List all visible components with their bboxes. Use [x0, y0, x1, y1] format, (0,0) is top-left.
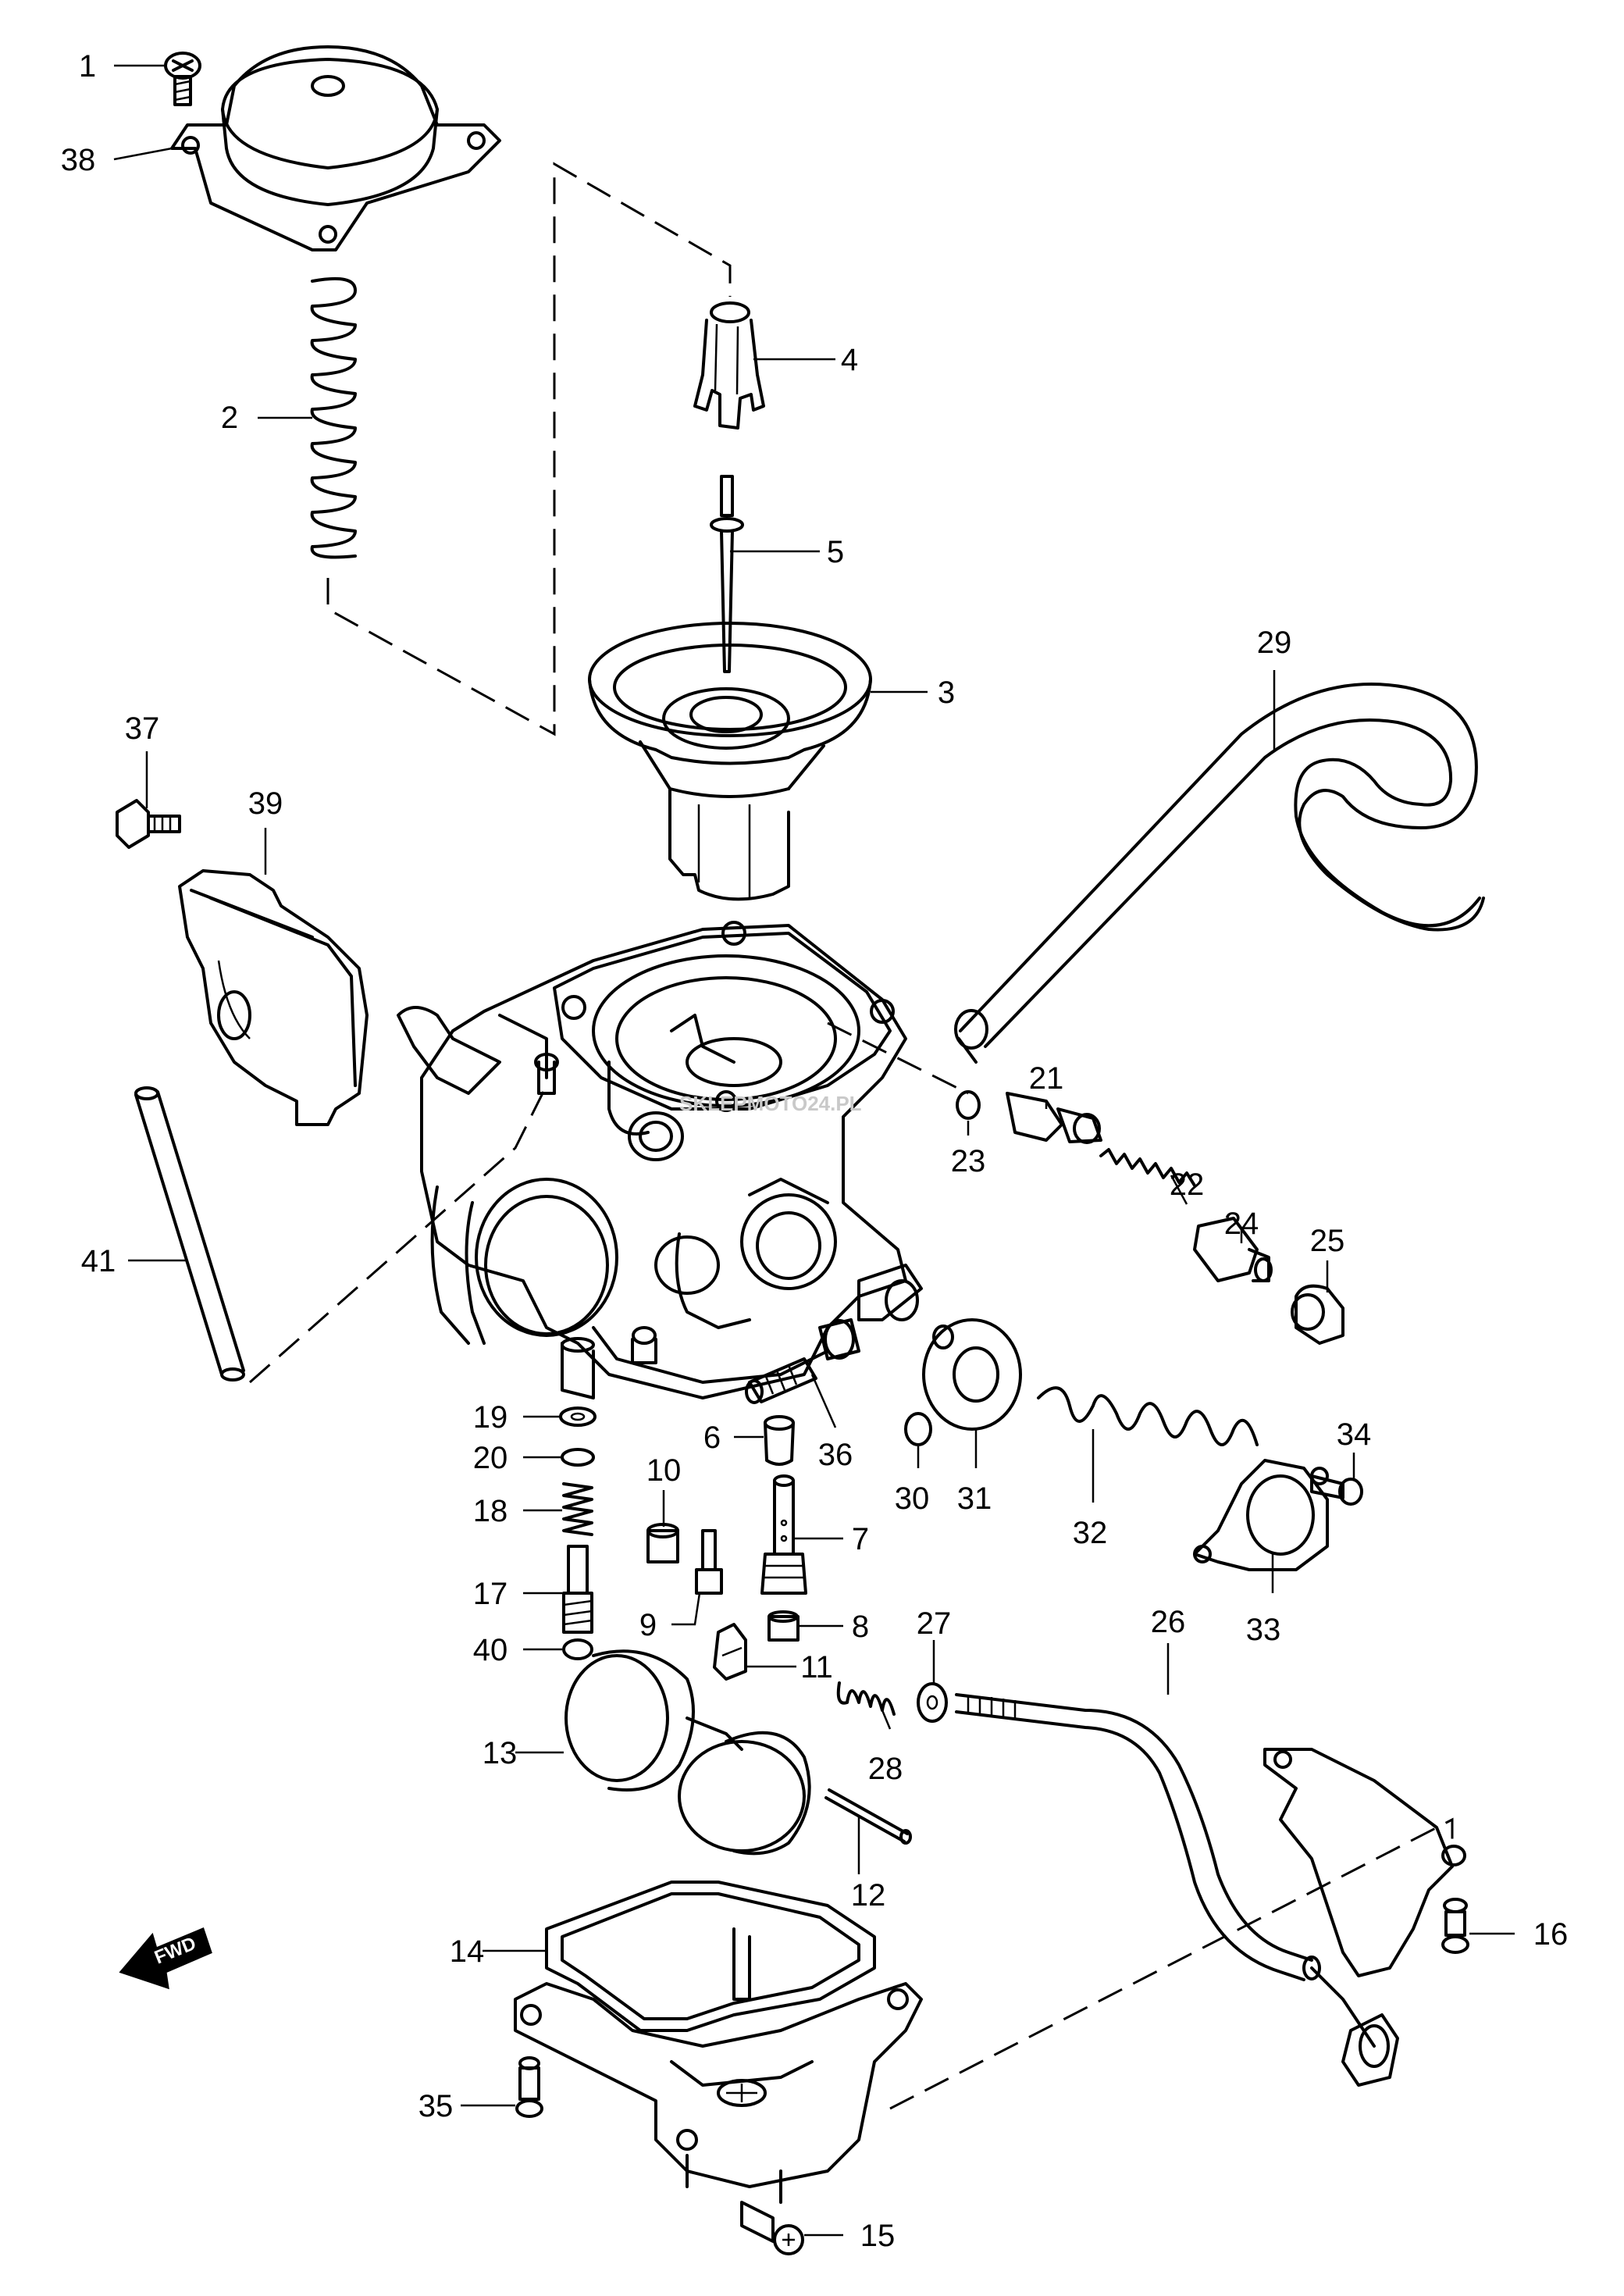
callout-4: 4 — [841, 343, 858, 377]
callout-1: 1 — [79, 49, 96, 84]
part-4-needle-holder — [693, 301, 765, 430]
callout-19: 19 — [473, 1400, 508, 1435]
callout-11: 11 — [800, 1650, 833, 1685]
part-17-screw — [562, 1545, 593, 1634]
part-32-spring — [1037, 1386, 1259, 1446]
callout-10: 10 — [646, 1453, 682, 1488]
part-15-screw — [740, 2201, 804, 2255]
callout-24: 24 — [1224, 1207, 1259, 1241]
part-39-cover — [178, 869, 369, 1126]
part-23-o-ring — [956, 1090, 981, 1120]
callout-34: 34 — [1337, 1417, 1372, 1452]
callout-3: 3 — [938, 676, 955, 710]
callout-30: 30 — [895, 1481, 930, 1516]
assembly-dash-line-bottom — [889, 1817, 1454, 2110]
callout-13: 13 — [483, 1736, 518, 1770]
callout-21: 21 — [1029, 1061, 1064, 1096]
callout-22: 22 — [1170, 1168, 1205, 1202]
part-30-washer — [904, 1412, 932, 1446]
part-1-screw — [164, 52, 201, 106]
part-27-washer — [917, 1682, 948, 1723]
part-29-vent-hose — [954, 683, 1485, 1064]
part-31-diaphragm — [922, 1318, 1022, 1431]
callout-17: 17 — [473, 1577, 508, 1611]
callout-27: 27 — [917, 1606, 952, 1641]
part-7-jet — [760, 1474, 807, 1595]
part-9-pilot-jet — [695, 1529, 723, 1595]
callout-15: 15 — [860, 2219, 896, 2253]
callout-29: 29 — [1257, 626, 1292, 660]
callout-38: 38 — [61, 143, 96, 177]
callout-31: 31 — [957, 1481, 992, 1516]
part-8-main-jet — [767, 1610, 800, 1642]
callout-8: 8 — [852, 1610, 869, 1644]
callout-39: 39 — [248, 786, 283, 821]
part-13-float — [564, 1649, 811, 1856]
part-36-filter — [745, 1357, 817, 1404]
callout-9: 9 — [639, 1608, 657, 1642]
callout-18: 18 — [473, 1494, 508, 1528]
callout-25: 25 — [1310, 1224, 1345, 1258]
part-10-plug — [646, 1523, 679, 1563]
part-26-throttle-cable — [955, 1693, 1399, 2087]
callout-2: 2 — [221, 401, 238, 435]
part-18-spring — [562, 1482, 593, 1536]
part-14-gasket-float-bowl — [514, 1881, 923, 2204]
callout-5: 5 — [827, 535, 844, 569]
callout-35: 35 — [418, 2089, 454, 2123]
callout-23: 23 — [951, 1144, 986, 1178]
callout-numbers: 1 38 2 4 5 3 29 37 39 41 21 22 24 25 23 … — [61, 49, 1569, 2253]
callout-16: 16 — [1533, 1917, 1569, 1952]
part-2-spring — [310, 276, 357, 559]
part-37-bolt — [116, 799, 181, 849]
part-38-top-cover — [170, 45, 501, 251]
part-6-needle-jet — [764, 1415, 795, 1466]
callout-33: 33 — [1246, 1613, 1281, 1647]
callout-37: 37 — [125, 711, 160, 746]
carburetor-body — [397, 921, 923, 1399]
part-3-diaphragm-piston — [588, 622, 872, 901]
callout-20: 20 — [473, 1441, 508, 1475]
part-20-o-ring — [561, 1448, 595, 1467]
part-22-spring — [1099, 1148, 1196, 1187]
part-41-tube — [134, 1086, 245, 1382]
callout-40: 40 — [473, 1633, 508, 1667]
part-28-spring — [836, 1681, 896, 1716]
callout-7: 7 — [852, 1522, 869, 1556]
part-34-screw — [1310, 1474, 1363, 1506]
part-11-float-valve — [713, 1623, 747, 1681]
cable-bracket — [1263, 1748, 1466, 1977]
callout-14: 14 — [450, 1934, 485, 1969]
callout-12: 12 — [851, 1878, 886, 1913]
callout-36: 36 — [818, 1438, 853, 1472]
fwd-direction-icon: FWD — [119, 1927, 212, 1990]
part-5-jet-needle — [710, 475, 744, 673]
assembly-dash-lines-left — [249, 1085, 548, 1384]
part-16-screw — [1441, 1898, 1469, 1954]
part-12-float-pin — [824, 1788, 912, 1845]
part-21-pilot-screw — [1006, 1092, 1102, 1144]
callout-28: 28 — [868, 1752, 903, 1786]
leader-lines — [113, 64, 1515, 2237]
callout-41: 41 — [81, 1244, 116, 1278]
assembly-dash-lines-top — [326, 162, 732, 736]
part-24-plug — [1193, 1217, 1273, 1282]
part-25-cap — [1291, 1284, 1344, 1345]
part-40-o-ring — [562, 1638, 593, 1660]
callout-6: 6 — [703, 1421, 721, 1455]
callout-26: 26 — [1151, 1605, 1186, 1639]
watermark-text: SKLEPMOTO24.PL — [679, 1092, 862, 1115]
part-19-washer — [559, 1406, 597, 1427]
part-35-screw — [515, 2056, 543, 2118]
callout-32: 32 — [1073, 1516, 1108, 1550]
part-33-cover — [1193, 1459, 1329, 1571]
assembly-dash-line-right — [827, 1021, 969, 1095]
